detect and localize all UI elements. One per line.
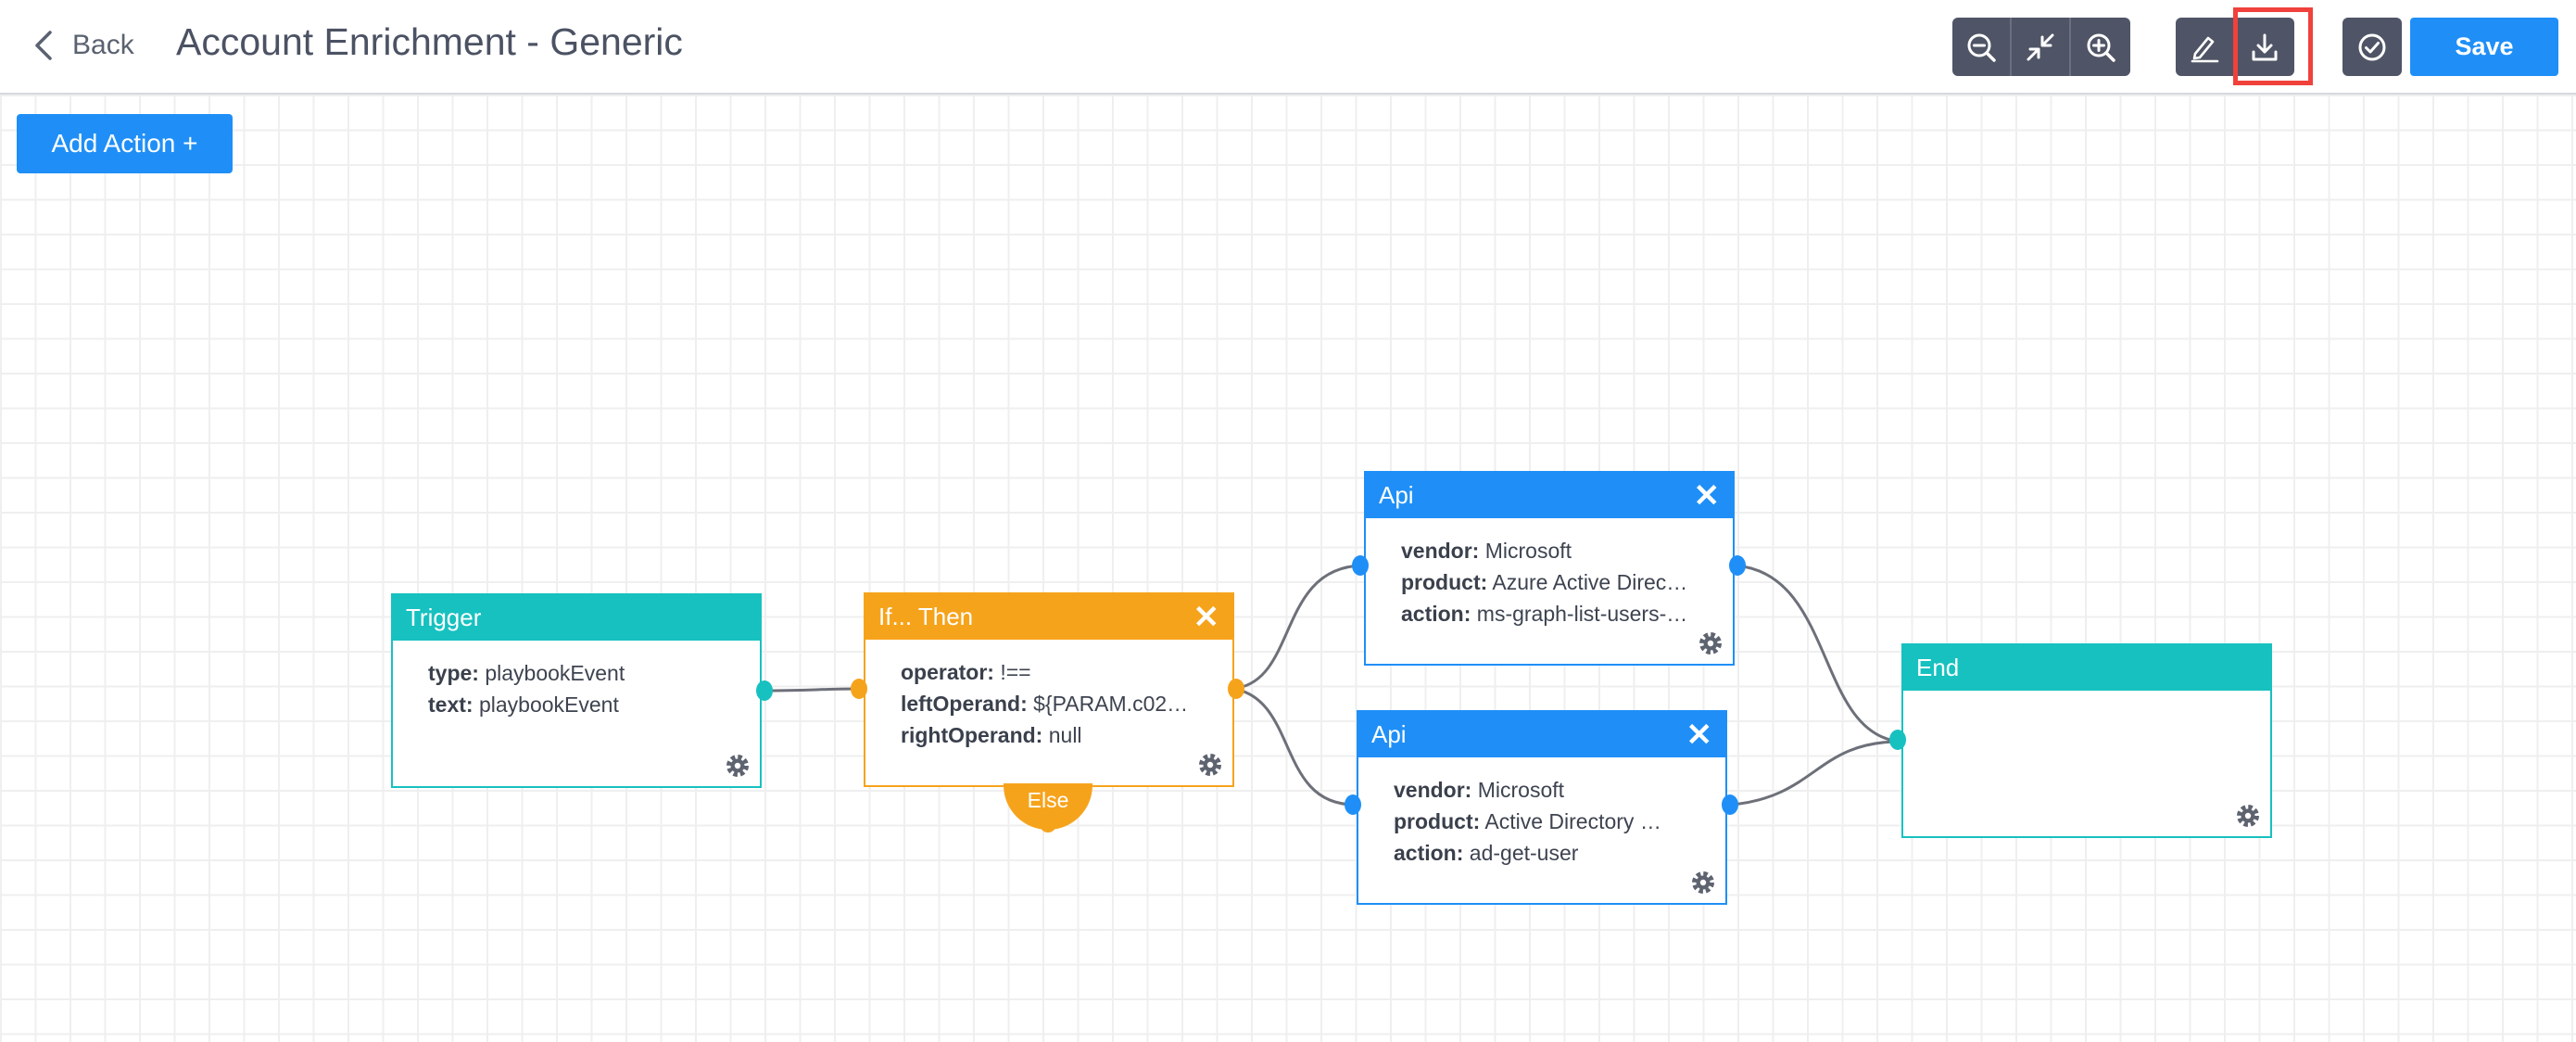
save-button[interactable]: Save: [2410, 18, 2558, 76]
validate-toolbar: [2342, 18, 2402, 76]
api-node-azure-body: vendor: Microsoft product: Azure Active …: [1366, 518, 1733, 629]
file-toolbar: [2176, 18, 2294, 76]
api1-gear-icon[interactable]: [1698, 630, 1724, 656]
playbook-canvas[interactable]: [0, 95, 2576, 1042]
end-node-header[interactable]: End: [1903, 645, 2270, 691]
api1-prop-product: product: Azure Active Direc…: [1401, 570, 1688, 594]
condition-prop-left-operand: leftOperand: ${PARAM.c02…: [901, 692, 1189, 716]
api1-input-port[interactable]: [1352, 555, 1369, 576]
zoom-out-icon: [1967, 33, 1996, 62]
api-node-ad-body: vendor: Microsoft product: Active Direct…: [1358, 757, 1725, 869]
api-node-azure-title: Api: [1379, 481, 1414, 509]
trigger-node-title: Trigger: [406, 604, 482, 631]
api-node-azure-close-icon[interactable]: ✕: [1693, 477, 1721, 514]
api1-prop-action: action: ms-graph-list-users-…: [1401, 602, 1688, 626]
api1-output-port[interactable]: [1729, 555, 1746, 576]
trigger-gear-icon[interactable]: [725, 753, 751, 779]
fit-screen-icon: [2027, 33, 2054, 60]
trigger-node-body: type: playbookEvent text: playbookEvent: [393, 641, 760, 720]
api2-prop-action: action: ad-get-user: [1394, 841, 1579, 865]
condition-node[interactable]: If... Then ✕ operator: !== leftOperand: …: [864, 592, 1234, 787]
end-node-title: End: [1916, 654, 1960, 681]
api2-prop-product: product: Active Directory …: [1394, 809, 1661, 833]
api2-prop-vendor: vendor: Microsoft: [1394, 778, 1565, 802]
zoom-in-icon: [2087, 33, 2115, 62]
download-icon: [2252, 33, 2278, 60]
trigger-node[interactable]: Trigger type: playbookEvent text: playbo…: [391, 593, 762, 788]
page-title: Account Enrichment - Generic: [176, 20, 683, 63]
validate-icon: [2358, 33, 2386, 60]
api2-input-port[interactable]: [1345, 794, 1361, 815]
condition-prop-right-operand: rightOperand: null: [901, 723, 1082, 747]
condition-input-port[interactable]: [851, 679, 867, 699]
condition-output-port[interactable]: [1228, 679, 1244, 699]
api-node-ad-header[interactable]: Api ✕: [1358, 712, 1725, 757]
zoom-out-button[interactable]: [1952, 18, 2012, 76]
zoom-toolbar: [1952, 18, 2130, 76]
condition-node-title: If... Then: [878, 603, 974, 630]
chevron-left-icon: [35, 31, 52, 60]
back-button[interactable]: Back: [32, 24, 134, 67]
condition-node-header[interactable]: If... Then ✕: [865, 594, 1232, 640]
zoom-in-button[interactable]: [2071, 18, 2130, 76]
trigger-prop-text: text: playbookEvent: [428, 693, 619, 717]
edit-button[interactable]: [2176, 18, 2235, 76]
api-node-azure-header[interactable]: Api ✕: [1366, 473, 1733, 518]
end-node[interactable]: End: [1901, 643, 2272, 838]
else-output-port[interactable]: [1040, 816, 1056, 832]
edit-icon: [2191, 36, 2219, 62]
validate-button[interactable]: [2342, 18, 2402, 76]
condition-prop-operator: operator: !==: [901, 660, 1031, 684]
condition-close-icon[interactable]: ✕: [1193, 599, 1220, 635]
end-input-port[interactable]: [1889, 730, 1906, 750]
trigger-node-header[interactable]: Trigger: [393, 595, 760, 641]
api-node-azure[interactable]: Api ✕ vendor: Microsoft product: Azure A…: [1364, 471, 1735, 666]
add-action-button[interactable]: Add Action +: [17, 114, 233, 173]
api2-output-port[interactable]: [1722, 794, 1738, 815]
fit-screen-button[interactable]: [2012, 18, 2071, 76]
download-button[interactable]: [2235, 18, 2294, 76]
api-node-ad[interactable]: Api ✕ vendor: Microsoft product: Active …: [1357, 710, 1727, 905]
trigger-output-port[interactable]: [756, 680, 773, 701]
end-gear-icon[interactable]: [2235, 803, 2261, 829]
api-node-ad-close-icon[interactable]: ✕: [1686, 717, 1713, 753]
condition-node-body: operator: !== leftOperand: ${PARAM.c02… …: [865, 640, 1232, 751]
back-label: Back: [72, 30, 134, 60]
condition-gear-icon[interactable]: [1197, 752, 1223, 778]
trigger-prop-type: type: playbookEvent: [428, 661, 625, 685]
api-node-ad-title: Api: [1371, 720, 1407, 748]
api2-gear-icon[interactable]: [1690, 870, 1716, 896]
api1-prop-vendor: vendor: Microsoft: [1401, 539, 1572, 563]
top-bar: Back Account Enrichment - Generic: [0, 0, 2576, 95]
